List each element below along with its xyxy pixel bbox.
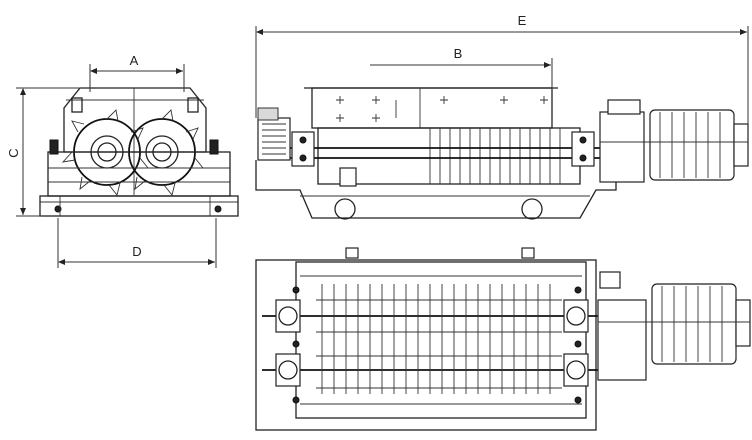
dimension-e: E	[255, 13, 749, 124]
side-view	[255, 87, 749, 220]
dimension-c-label: C	[6, 148, 21, 157]
end-view	[39, 87, 239, 217]
dimension-d: D	[57, 218, 217, 268]
top-view	[255, 247, 751, 431]
dimension-b-label: B	[454, 46, 463, 61]
dimension-d-label: D	[132, 244, 141, 259]
dimension-a-label: A	[130, 53, 139, 68]
dimension-b: B	[370, 46, 553, 90]
dimension-e-label: E	[518, 13, 527, 28]
dimension-a: A	[89, 53, 185, 92]
dimension-c: C	[6, 87, 80, 217]
